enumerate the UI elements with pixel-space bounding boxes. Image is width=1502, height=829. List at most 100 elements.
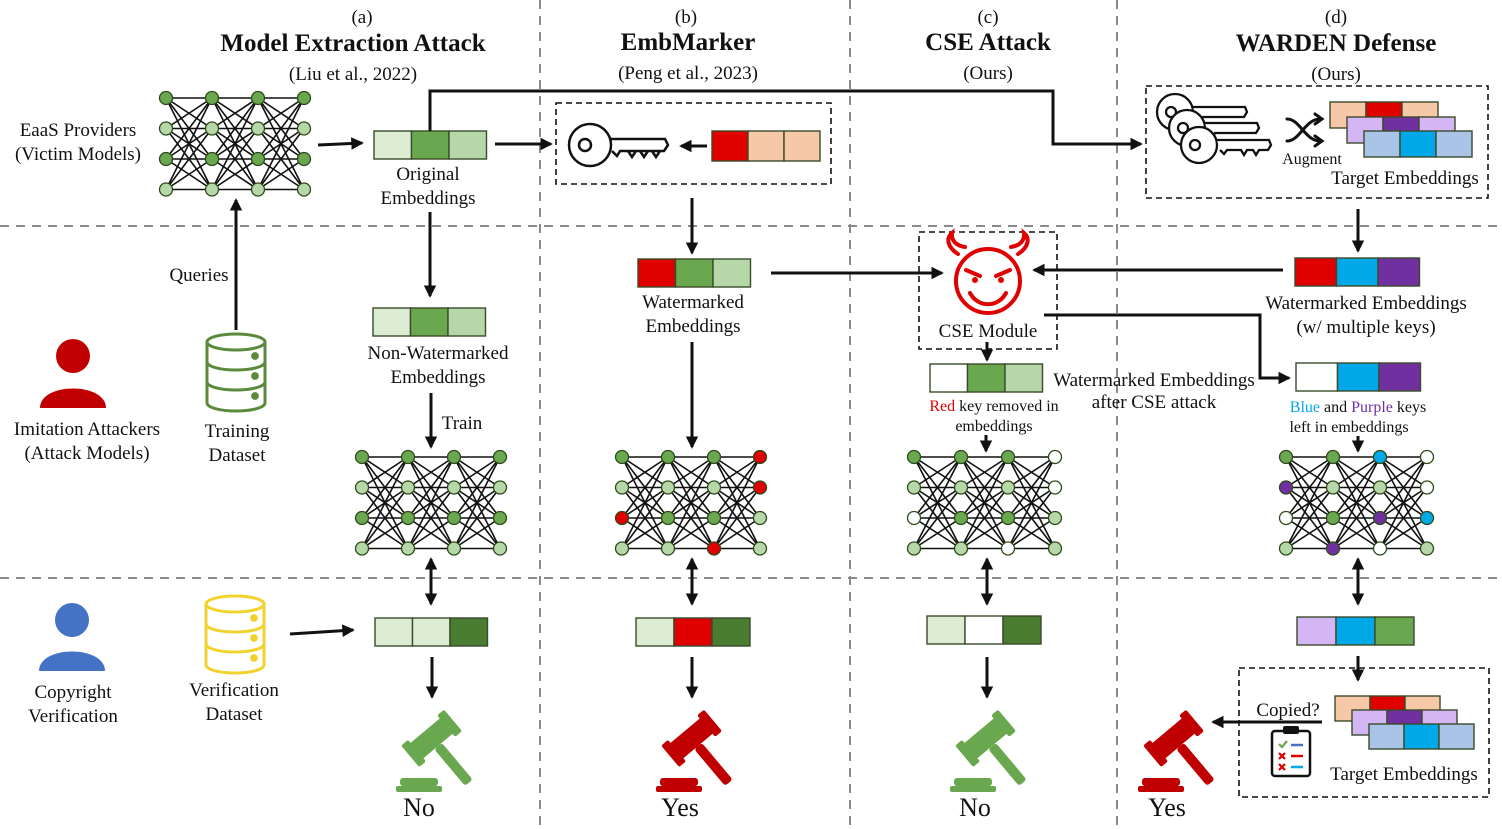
network-edge [257, 97, 305, 190]
network-edge [1285, 456, 1334, 489]
network-edge [453, 456, 501, 489]
network-edge [913, 456, 962, 519]
d-row-embedding-bar [1295, 362, 1422, 392]
col-d-letter: (d) [1325, 7, 1347, 28]
arrow-original-to-warden [428, 89, 1143, 151]
network-node [660, 480, 676, 495]
network-node [660, 449, 676, 465]
network-edge [960, 456, 1009, 519]
network-node [706, 449, 722, 465]
gavel-head [401, 710, 472, 785]
queries-label: Queries [169, 265, 228, 286]
network-node [614, 510, 630, 526]
network-edge [1379, 456, 1428, 519]
keys-left-label: Blue and Purple keys [1290, 399, 1426, 416]
network-node [1000, 541, 1016, 556]
train-label: Train [442, 413, 483, 434]
augment-label: Augment [1282, 151, 1342, 168]
network-node [492, 510, 508, 526]
network-edge [453, 487, 501, 549]
network-edge [211, 97, 259, 190]
network-node [752, 510, 768, 526]
network-edge [407, 456, 455, 489]
network-node [706, 480, 722, 495]
embedding-cell [1438, 723, 1475, 750]
gavel-head-block [409, 717, 454, 759]
network-node [492, 449, 508, 465]
network-edge [257, 97, 305, 160]
network-node [158, 121, 174, 136]
wm-embeddings-d-label: Watermarked Embeddings [1265, 293, 1467, 314]
network-node [446, 480, 462, 495]
embedding-cell [1377, 257, 1421, 287]
copied-label: Copied? [1256, 700, 1319, 721]
network-node [158, 151, 174, 167]
embedding-cell [448, 130, 488, 160]
embedding-cell [1336, 362, 1380, 392]
network-edge [621, 487, 669, 549]
col-b-letter: (b) [675, 7, 697, 28]
network-edge [211, 97, 259, 130]
network-edge [165, 97, 213, 190]
network-node [614, 480, 630, 495]
network-node [752, 449, 768, 465]
network-node [446, 449, 462, 465]
gavel-head-cap [1179, 710, 1204, 737]
verify-a-embedding-bar [374, 617, 489, 647]
embedding-cell [1004, 363, 1044, 393]
victim-model-network [158, 90, 312, 197]
gavel-head-block [669, 717, 714, 759]
shuffle-icon [1285, 112, 1325, 148]
network-edge [713, 487, 761, 549]
col-b-cite: (Peng et al., 2023) [618, 63, 758, 84]
network-edge [407, 456, 455, 549]
gavel-handle [435, 744, 472, 785]
embedding-cell [1294, 257, 1338, 287]
network-node [1047, 541, 1063, 556]
gavel-head-cap [661, 740, 686, 767]
network-edge [913, 517, 962, 550]
embedding-cell [635, 617, 675, 647]
original-embeddings-label: Original [396, 164, 459, 185]
network-node [400, 480, 416, 495]
network-node [1372, 510, 1388, 526]
embedding-cell [373, 130, 413, 160]
network-edge [1285, 456, 1334, 549]
keys-word: keys [1393, 399, 1426, 416]
gavel-icon-a [396, 710, 472, 792]
embedding-cell [449, 617, 489, 647]
network-node [250, 182, 266, 197]
network-node [1000, 449, 1016, 465]
embedding-cell [1403, 723, 1440, 750]
verification-dataset-label-sub: Dataset [206, 704, 264, 725]
gavel-handle [695, 744, 732, 785]
devil-icon [946, 228, 1030, 315]
network-edge [1285, 487, 1334, 549]
network-edge [257, 97, 305, 130]
network-node [1325, 449, 1341, 465]
keys-left-label-sub: left in embeddings [1289, 419, 1408, 436]
and-word: and [1320, 399, 1351, 416]
clipboard-checklist-icon [1270, 726, 1312, 778]
blue-word: Blue [1290, 399, 1320, 416]
network-node [752, 541, 768, 556]
gavel-head-block [1151, 717, 1196, 759]
network-node [446, 510, 462, 526]
embedding-cell [1335, 616, 1376, 646]
network-node [660, 510, 676, 526]
network-edge [407, 456, 455, 519]
attack-model-network-a [354, 449, 508, 556]
gavel-head-cap [991, 710, 1016, 737]
gavel-base-plate [950, 786, 996, 792]
gavel-handle [1177, 744, 1214, 785]
network-edge [960, 517, 1009, 550]
copied-box [1238, 667, 1490, 798]
embedding-cell [1002, 615, 1042, 645]
copyright-verification-label: Copyright [34, 682, 112, 703]
network-edge [960, 456, 1009, 489]
network-node [158, 182, 174, 197]
original-embeddings-label-sub: Embeddings [381, 188, 476, 209]
network-node [706, 510, 722, 526]
network-node [1278, 510, 1294, 526]
network-edge [1332, 487, 1381, 549]
